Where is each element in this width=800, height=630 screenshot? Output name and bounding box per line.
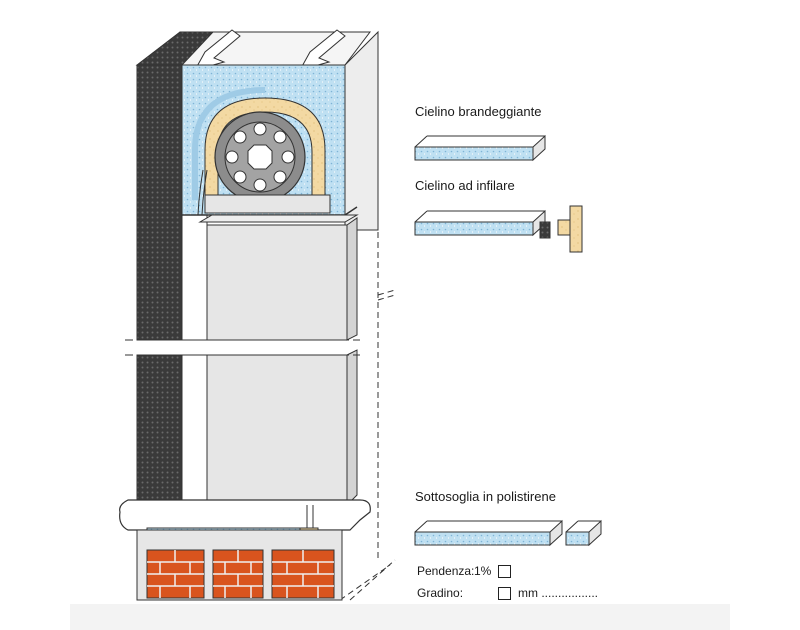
brick-block-3 — [271, 549, 335, 599]
label-gradino: Gradino: — [417, 586, 464, 600]
top-arrows — [193, 29, 346, 71]
label-sottosoglia-polistirene: Sottosoglia in polistirene — [415, 489, 556, 504]
window-sill — [119, 499, 371, 531]
roller-axle-octagon — [247, 144, 273, 170]
wall-dark-top — [136, 64, 183, 341]
label-cielino-ad-infilare: Cielino ad infilare — [415, 178, 515, 193]
sottosoglia-drawing — [414, 519, 602, 547]
value-pendenza: 1% — [474, 564, 492, 578]
wall-white-strip-top — [181, 214, 208, 341]
label-pendenza: Pendenza: — [417, 564, 475, 578]
gradino-checkbox[interactable] — [498, 587, 511, 600]
label-cielino-brandeggiante: Cielino brandeggiante — [415, 104, 542, 119]
depth-lines — [339, 32, 396, 601]
gradino-mm-field[interactable]: mm ................. — [518, 586, 599, 600]
arch-inner-strip — [192, 87, 266, 200]
wall-white-strip-bottom — [181, 354, 208, 506]
window-panel-bottom — [206, 354, 348, 506]
box-base-plate — [204, 194, 331, 214]
box-housing — [179, 30, 379, 231]
wall-dark-bottom — [136, 354, 183, 506]
brick-block-1 — [146, 549, 205, 599]
break-lines — [125, 339, 360, 356]
cielino-ad-infilare-drawing — [414, 205, 583, 253]
pendenza-checkbox[interactable] — [498, 565, 511, 578]
footer-band — [70, 604, 730, 630]
window-panel-top — [206, 224, 348, 341]
wood-arch-block — [204, 97, 326, 196]
cielino-brandeggiante-drawing — [414, 134, 546, 162]
roller-wheel — [214, 111, 306, 203]
brick-block-2 — [212, 549, 264, 599]
